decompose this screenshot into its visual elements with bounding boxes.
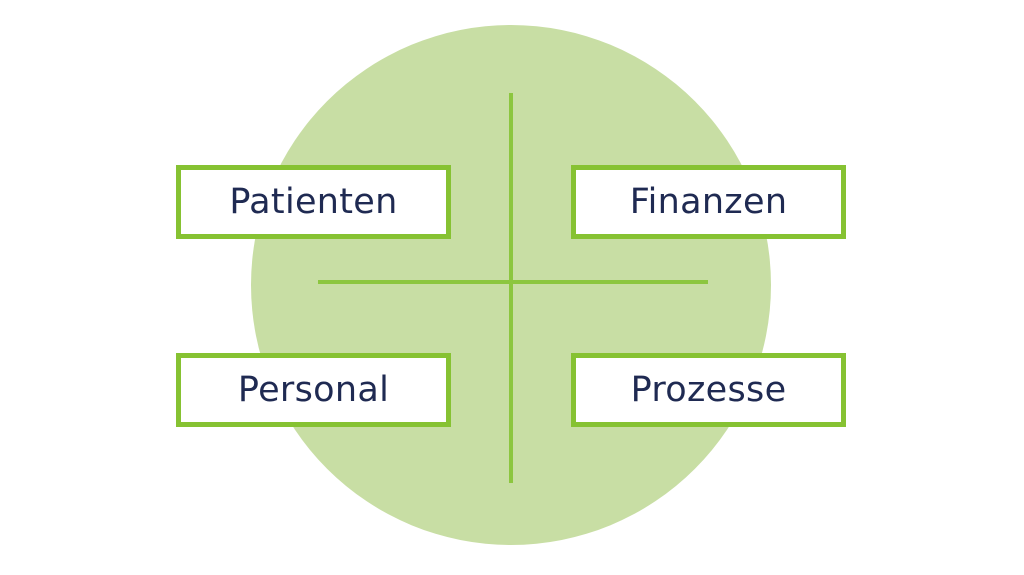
quadrant-label-patienten: Patienten [229, 181, 398, 222]
quadrant-label-prozesse: Prozesse [630, 369, 787, 410]
quadrant-label-finanzen: Finanzen [629, 181, 788, 222]
vertical-axis-line [509, 93, 513, 483]
quadrant-box-personal: Personal [176, 353, 451, 427]
quadrant-box-patienten: Patienten [176, 165, 451, 239]
quadrant-box-prozesse: Prozesse [571, 353, 846, 427]
quadrant-label-personal: Personal [237, 369, 390, 410]
quadrant-box-finanzen: Finanzen [571, 165, 846, 239]
horizontal-axis-line [318, 280, 708, 284]
